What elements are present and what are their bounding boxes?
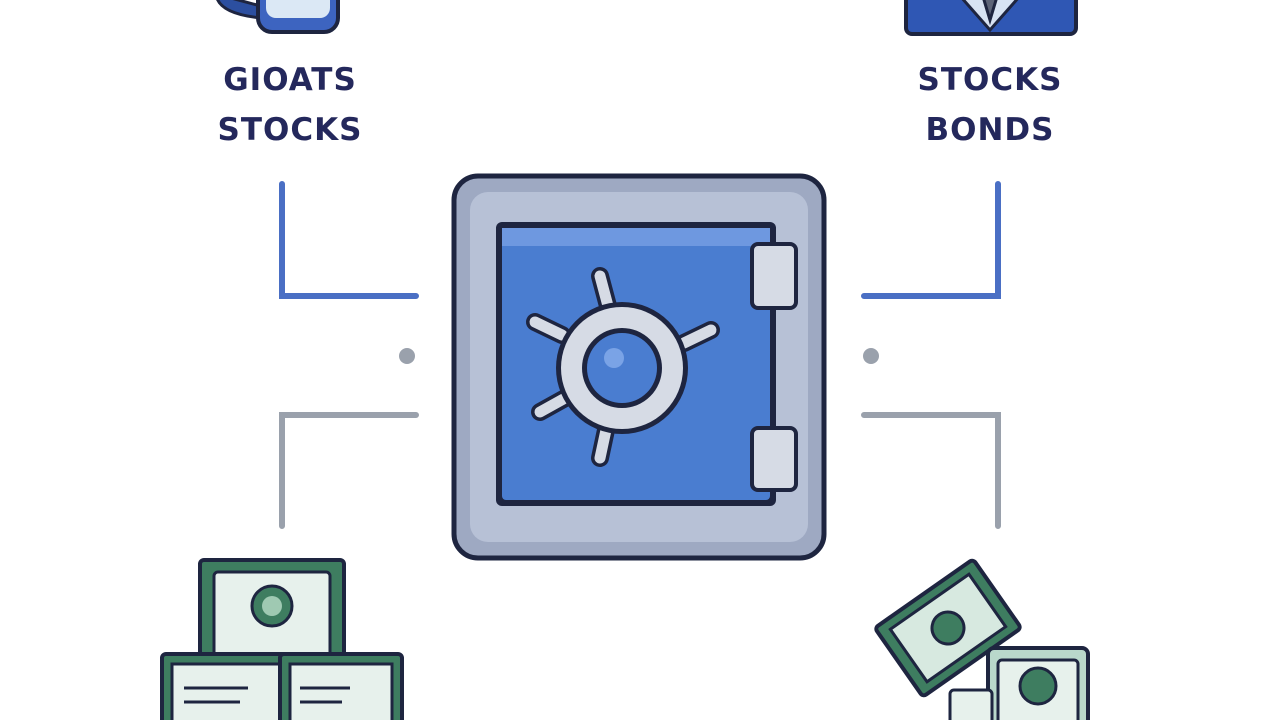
suit-icon bbox=[904, 0, 1078, 36]
connector-top-left bbox=[279, 181, 419, 299]
connector-top-right bbox=[861, 181, 1001, 299]
coins-icon bbox=[216, 0, 340, 34]
banknotes-icon bbox=[874, 558, 1090, 720]
connector-dot-left bbox=[399, 348, 415, 364]
safe-icon bbox=[451, 173, 827, 561]
label-top-left-line2: STOCKS bbox=[217, 112, 363, 148]
cash-stack-icon bbox=[160, 558, 404, 720]
label-top-right-line1: STOCKS bbox=[917, 62, 1063, 98]
connector-dot-right bbox=[863, 348, 879, 364]
connector-bottom-left bbox=[279, 412, 419, 529]
label-top-right-line2: BONDS bbox=[925, 112, 1055, 148]
label-top-left-line1: GIOATS bbox=[223, 62, 357, 98]
connector-bottom-right bbox=[861, 412, 1001, 529]
